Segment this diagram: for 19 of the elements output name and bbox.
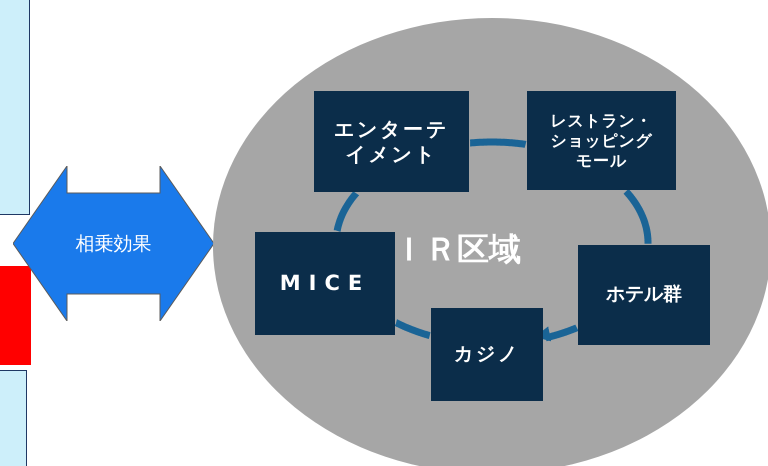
double-arrow (13, 166, 214, 321)
facility-box (431, 308, 543, 401)
box-label: カジノ (454, 342, 520, 366)
facility-box (527, 91, 676, 190)
connector-line (393, 319, 433, 339)
side-panel (0, 0, 30, 215)
arrow-label: 相乗効果 (76, 232, 152, 256)
facility-box (314, 91, 469, 192)
connector-line (334, 190, 360, 234)
side-panel (0, 266, 31, 365)
side-panel (0, 370, 27, 466)
box-label: MICE (280, 270, 370, 297)
box-label: エンターテイメント (333, 116, 450, 166)
area-label: ＩＲ区域 (393, 229, 521, 270)
facility-box (255, 232, 395, 335)
facility-box (578, 245, 710, 345)
box-label: レストラン・ショッピングモール (550, 110, 654, 170)
connector-line (467, 138, 529, 148)
box-label: ホテル群 (606, 283, 682, 307)
